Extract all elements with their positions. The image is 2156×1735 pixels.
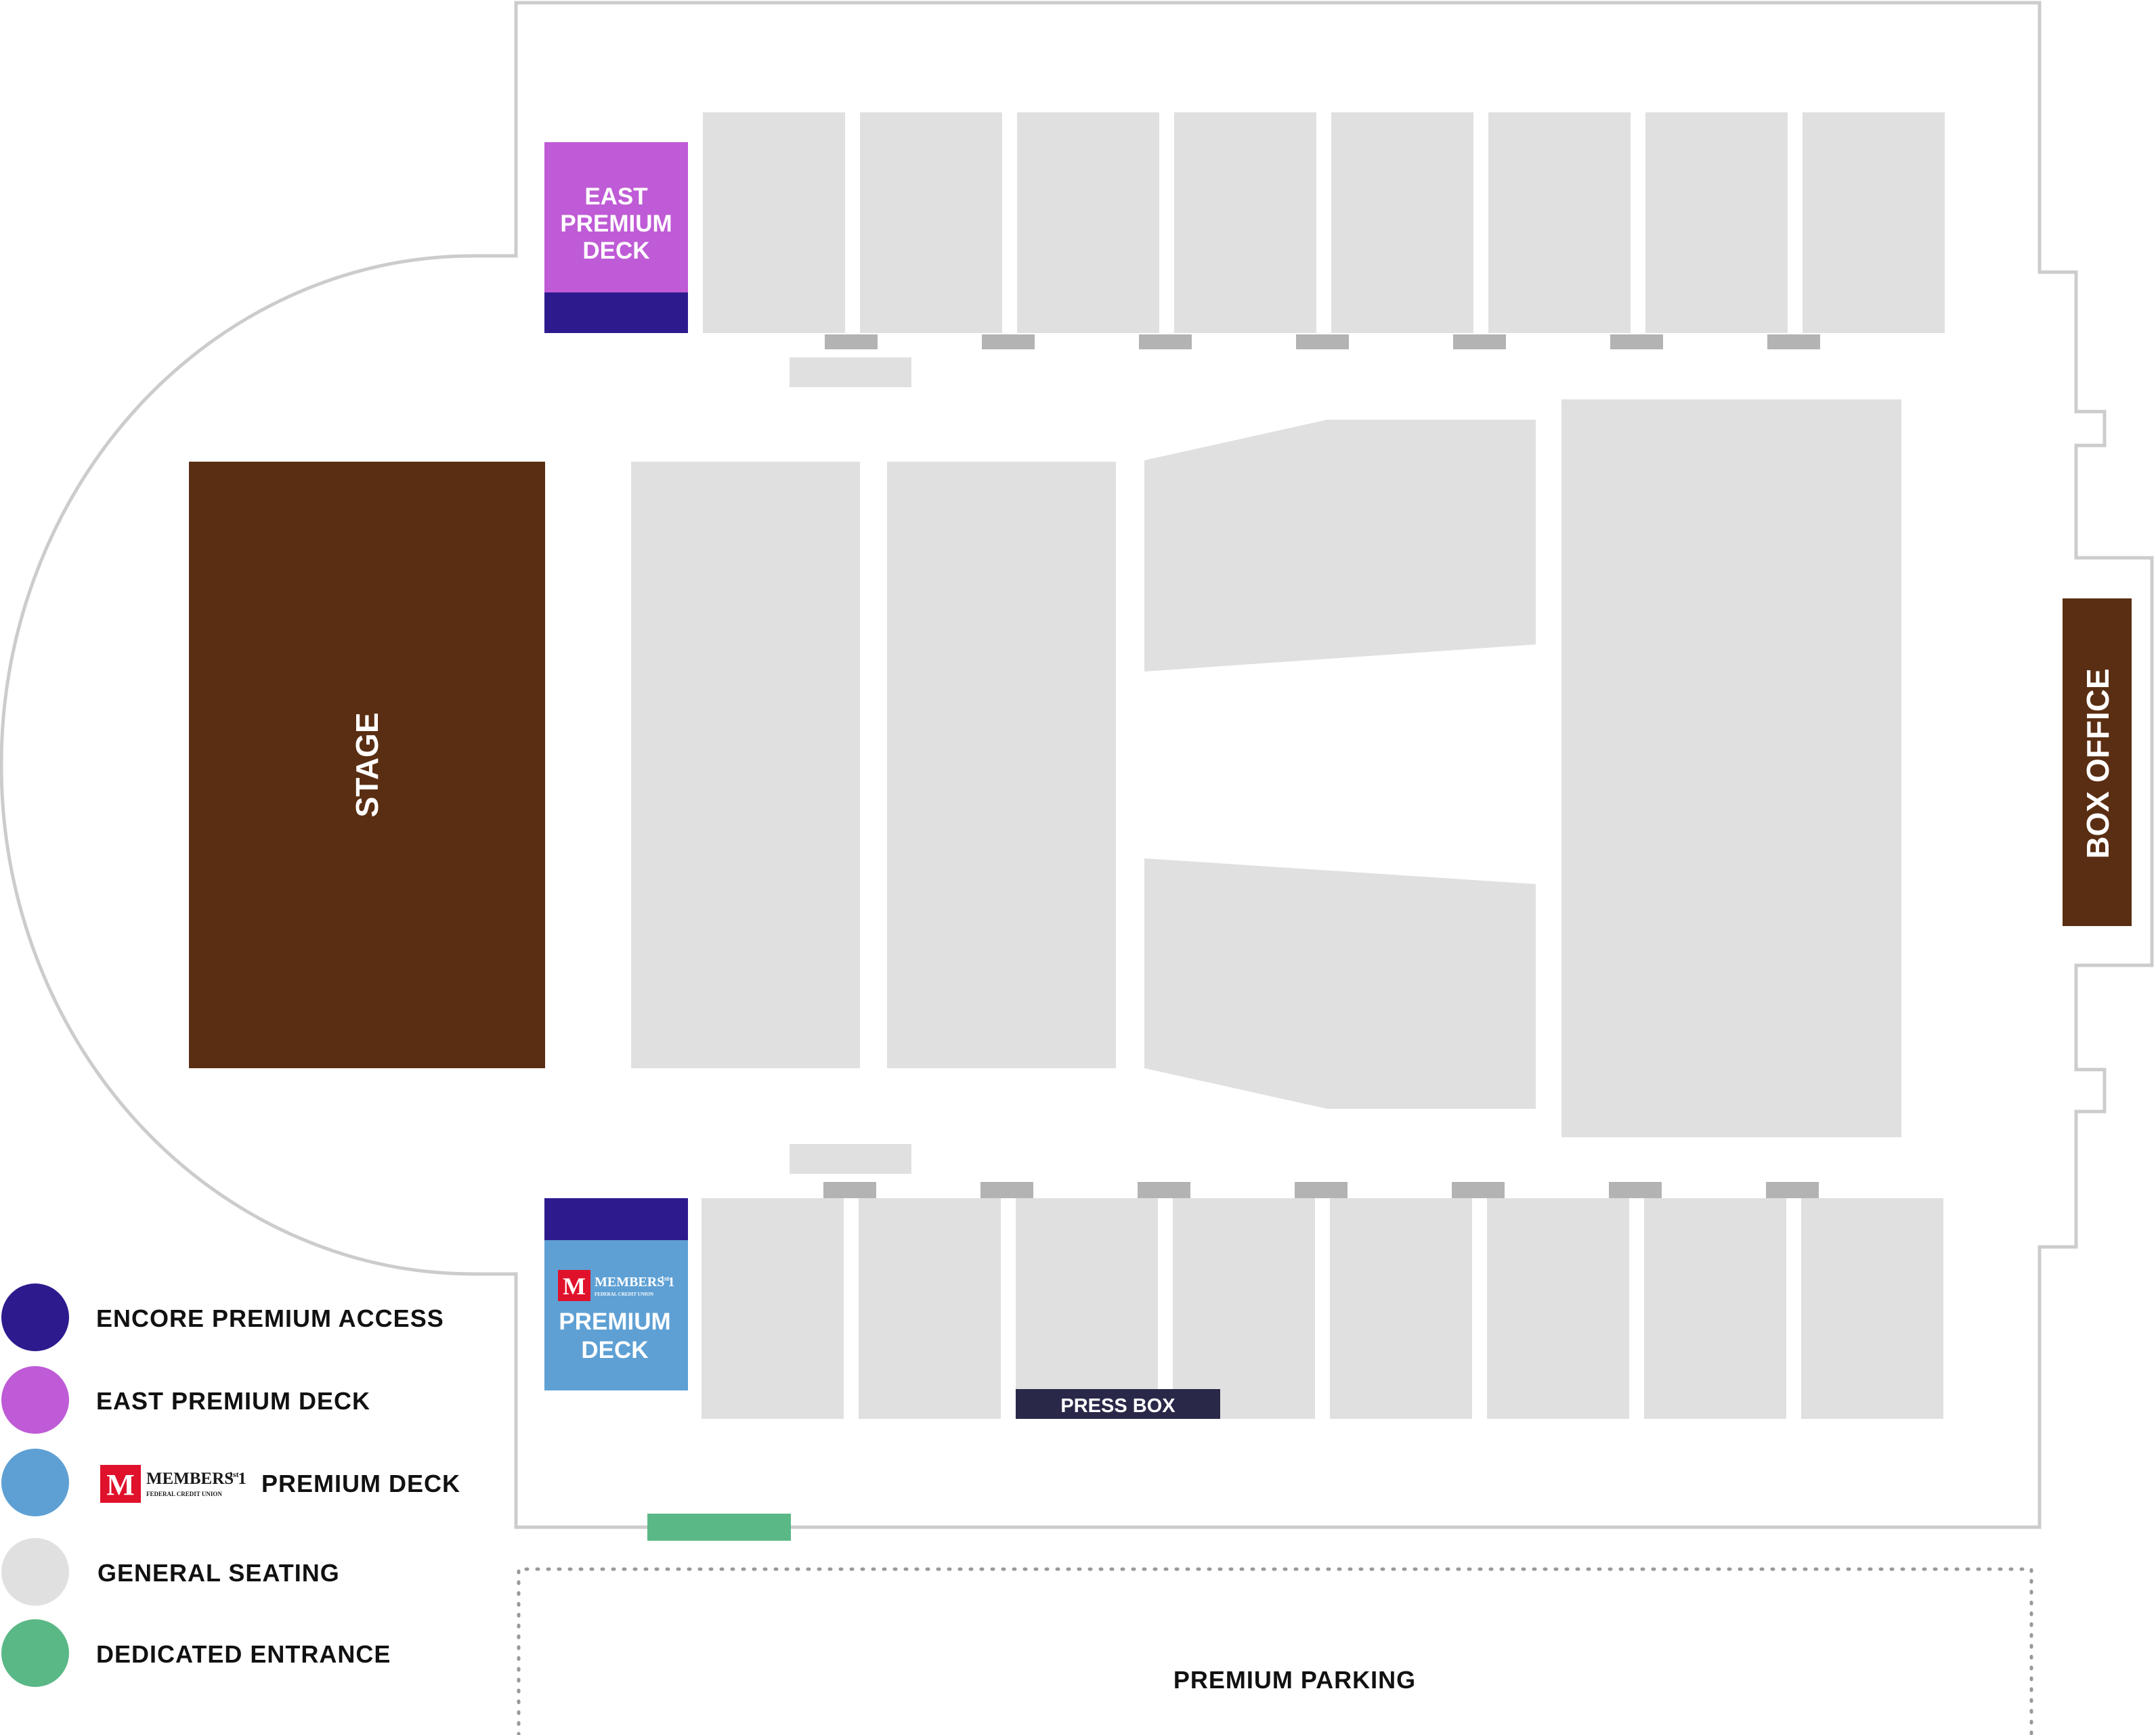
seating-section-lower-3[interactable] (1016, 1198, 1158, 1419)
members-deck-label-1: PREMIUM (559, 1309, 670, 1335)
members-deck-label-2: DECK (581, 1337, 648, 1363)
aisle-marker (1609, 1182, 1662, 1198)
aisle-marker (1139, 334, 1192, 349)
box-office: BOX OFFICE (2063, 598, 2132, 926)
members-premium-deck[interactable]: M MEMBERS 1 1st FEDERAL CREDIT UNION PRE… (544, 1198, 688, 1390)
legend-logo-mark-letter: M (106, 1468, 135, 1501)
press-box-area (1016, 1389, 1220, 1419)
legend-entrance-swatch (1, 1619, 69, 1687)
logo-superscript: 1st (661, 1275, 670, 1283)
floor-section-1[interactable] (631, 462, 860, 1068)
east-deck-label-2: PREMIUM (560, 211, 672, 237)
box-office-area (2063, 598, 2132, 926)
press-box-label: PRESS BOX (1060, 1395, 1176, 1417)
premium-parking: PREMIUM PARKING (517, 1567, 2033, 1735)
aisle-marker (980, 1182, 1033, 1198)
lower-aisle-markers (823, 1182, 1819, 1198)
legend-logo-subtitle: FEDERAL CREDIT UNION (146, 1491, 222, 1497)
logo-mark-box (558, 1270, 590, 1301)
legend-encore-label: ENCORE PREMIUM ACCESS (96, 1304, 444, 1332)
seating-section-lower-8[interactable] (1801, 1198, 1943, 1419)
seating-section-upper-8[interactable] (1803, 112, 1945, 333)
legend-east-deck-label: EAST PREMIUM DECK (96, 1387, 370, 1415)
aisle-marker (1452, 1182, 1505, 1198)
stage-area (189, 462, 545, 1068)
seating-section-lower-5[interactable] (1330, 1198, 1472, 1419)
seating-section-upper-5[interactable] (1331, 112, 1473, 333)
seating-section-lower-7[interactable] (1644, 1198, 1786, 1419)
seating-section-lower-1[interactable] (702, 1198, 844, 1419)
stage: STAGE (189, 462, 545, 1068)
parking-boundary (517, 1567, 2033, 1735)
legend-logo-name: MEMBERS 1 (146, 1470, 246, 1488)
logo-subtitle: FEDERAL CREDIT UNION (595, 1292, 653, 1297)
upper-aisle-markers (825, 334, 1820, 349)
aisle-marker (823, 1182, 876, 1198)
aisle-marker (1295, 1182, 1348, 1198)
seating-strip-lower[interactable] (790, 1144, 911, 1174)
east-deck-label-1: EAST (584, 183, 647, 210)
aisle-marker (1766, 1182, 1819, 1198)
seating-section-upper-6[interactable] (1488, 112, 1631, 333)
upper-seating-row (703, 112, 1945, 333)
members-premium-deck-area[interactable] (544, 1240, 688, 1390)
legend-encore-swatch (1, 1283, 69, 1351)
aisle-marker (1610, 334, 1663, 349)
legend-members-deck-swatch (1, 1449, 69, 1516)
aisle-marker (1138, 1182, 1190, 1198)
seating-section-upper-1[interactable] (703, 112, 845, 333)
seating-section-lower-6[interactable] (1487, 1198, 1629, 1419)
east-deck-label-3: DECK (582, 238, 649, 264)
aisle-marker (1296, 334, 1349, 349)
floor-section-2[interactable] (887, 462, 1116, 1068)
seating-section-lower-2[interactable] (859, 1198, 1001, 1419)
parking-label: PREMIUM PARKING (1173, 1666, 1416, 1694)
floor-section-lower-wedge[interactable] (1144, 858, 1536, 1109)
floor-section-rear[interactable] (1561, 399, 1901, 1137)
legend-logo-mark-box (100, 1465, 141, 1503)
legend-members-logo: M MEMBERS 1 1st FEDERAL CREDIT UNION (100, 1465, 246, 1503)
seating-section-lower-4[interactable] (1173, 1198, 1315, 1419)
seating-section-upper-7[interactable] (1645, 112, 1788, 333)
east-premium-deck[interactable]: EAST PREMIUM DECK (544, 142, 688, 333)
stage-label: STAGE (349, 712, 385, 817)
seating-section-upper-3[interactable] (1017, 112, 1159, 333)
encore-premium-access-upper[interactable] (544, 292, 688, 333)
seating-section-upper-4[interactable] (1174, 112, 1316, 333)
encore-premium-access-lower[interactable] (544, 1198, 688, 1240)
floor-section-upper-wedge[interactable] (1144, 420, 1536, 672)
logo-mark-letter: M (563, 1273, 586, 1300)
box-office-label: BOX OFFICE (2080, 668, 2115, 858)
legend: ENCORE PREMIUM ACCESS EAST PREMIUM DECK … (1, 1283, 460, 1687)
aisle-marker (982, 334, 1035, 349)
legend-east-deck-swatch (1, 1366, 69, 1434)
legend-general-label: GENERAL SEATING (98, 1559, 340, 1587)
seating-section-upper-2[interactable] (860, 112, 1002, 333)
press-box: PRESS BOX (1016, 1389, 1220, 1419)
lower-seating-row (702, 1198, 1943, 1419)
floor-seating (631, 399, 1901, 1137)
legend-general-swatch (1, 1538, 69, 1606)
logo-name: MEMBERS 1 (595, 1275, 674, 1290)
east-premium-deck-area[interactable] (544, 142, 688, 292)
legend-members-deck-label: PREMIUM DECK (261, 1470, 460, 1497)
aisle-marker (1453, 334, 1506, 349)
legend-entrance-label: DEDICATED ENTRANCE (96, 1640, 391, 1668)
venue-outline (0, 1, 2154, 1529)
members-1st-logo: M MEMBERS 1 1st FEDERAL CREDIT UNION (558, 1270, 674, 1301)
aisle-marker (1767, 334, 1820, 349)
legend-logo-superscript: 1st (229, 1470, 239, 1479)
aisle-marker (825, 334, 878, 349)
seating-strip-upper[interactable] (790, 357, 911, 387)
dedicated-entrance[interactable] (647, 1514, 791, 1541)
